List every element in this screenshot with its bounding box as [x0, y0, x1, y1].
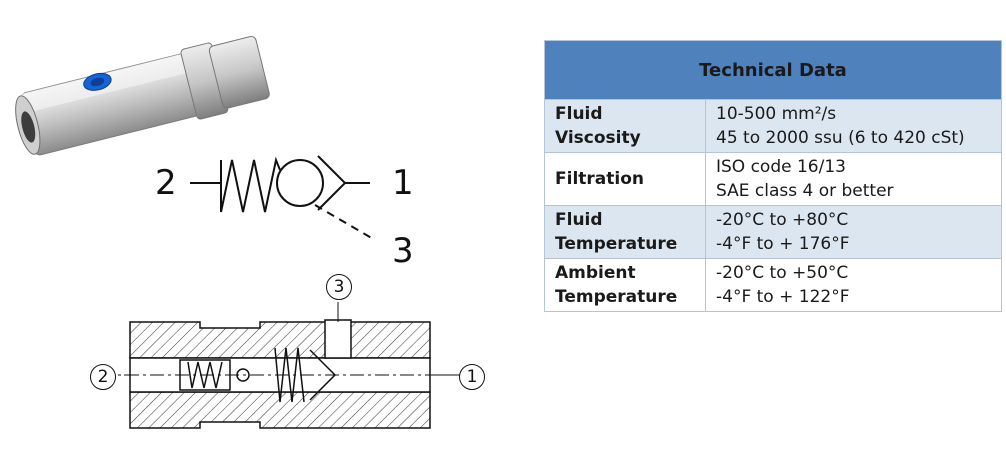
row-value: -20°C to +50°C -4°F to + 122°F — [705, 258, 1002, 312]
table-row-ambient-temperature: Ambient Temperature -20°C to +50°C -4°F … — [544, 258, 1002, 312]
section-port-2-marker: 2 — [90, 364, 116, 390]
row-value: -20°C to +80°C -4°F to + 176°F — [705, 205, 1002, 259]
table-row-fluid-temperature: Fluid Temperature -20°C to +80°C -4°F to… — [544, 205, 1002, 259]
table-row-filtration: Filtration ISO code 16/13 SAE class 4 or… — [544, 152, 1002, 206]
table-title: Technical Data — [544, 40, 1002, 100]
row-label: Fluid Temperature — [544, 205, 706, 259]
row-label: Fluid Viscosity — [544, 99, 706, 153]
check-valve-symbol — [190, 155, 376, 241]
symbol-port-1-label: 1 — [392, 163, 414, 203]
row-value: 10-500 mm²/s 45 to 2000 ssu (6 to 420 cS… — [705, 99, 1002, 153]
section-port-3-marker: 3 — [326, 274, 352, 300]
valve-product-image — [15, 36, 270, 156]
table-header-row: Technical Data — [544, 40, 1002, 100]
row-label: Ambient Temperature — [544, 258, 706, 312]
symbol-port-2-label: 2 — [155, 163, 177, 203]
symbol-port-3-label: 3 — [392, 231, 414, 271]
row-value: ISO code 16/13 SAE class 4 or better — [705, 152, 1002, 206]
technical-data-table: Technical Data Fluid Viscosity 10-500 mm… — [544, 40, 1002, 312]
row-label: Filtration — [544, 152, 706, 206]
valve-section-drawing — [100, 302, 460, 429]
table-row-viscosity: Fluid Viscosity 10-500 mm²/s 45 to 2000 … — [544, 99, 1002, 153]
section-port-1-marker: 1 — [459, 364, 485, 390]
